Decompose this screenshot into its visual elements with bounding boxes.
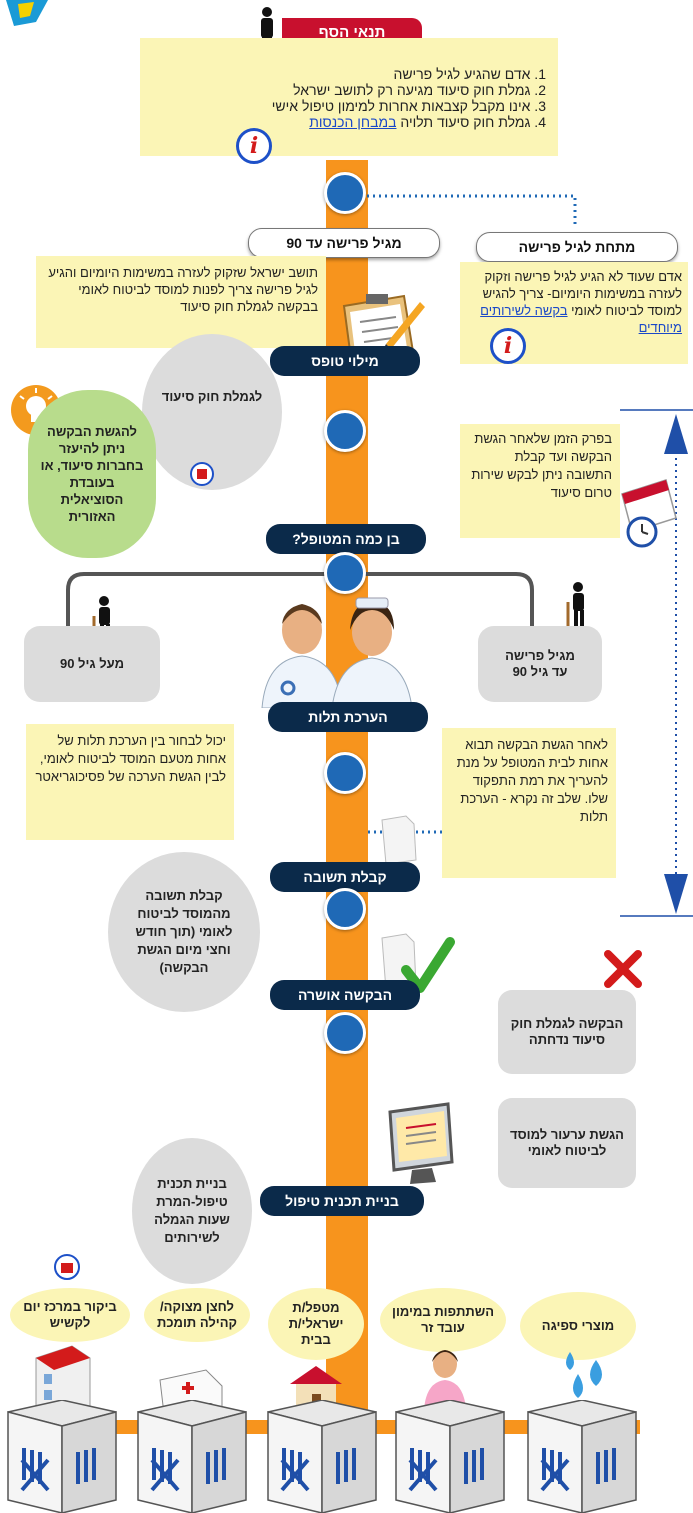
calendar-clock-icon [621, 479, 677, 548]
conditions-box: 1. אדם שהגיע לגיל פרישה 2. גמלת חוק סיעו… [140, 38, 558, 156]
info-icon[interactable]: i [236, 128, 272, 164]
retirement-to-90-box: תושב ישראל שזקוק לעזרה במשימות היומיום ו… [36, 256, 326, 348]
service-israeli-caregiver: מטפל/ת ישראלי/ת בבית [268, 1288, 364, 1360]
step-dependency-assessment: הערכת תלות [268, 702, 428, 732]
gift-icon [54, 1254, 80, 1280]
computer-icon [388, 1102, 454, 1184]
form-speech-bubble: לגמלת חוק סיעוד [142, 334, 282, 490]
flow-node [324, 172, 366, 214]
rejected-box: הבקשה לגמלת חוק סיעוד נדחתה [498, 990, 636, 1074]
info-icon[interactable]: i [490, 328, 526, 364]
tip-bubble: להגשת הבקשה ניתן להיעזר בחברות סיעוד, או… [28, 390, 156, 558]
branch-title-retirement-to-90: מגיל פרישה עד 90 [248, 228, 440, 258]
service-absorbent-products: מוצרי ספיגה [520, 1292, 636, 1360]
step-receive-answer: קבלת תשובה [270, 862, 420, 892]
appeal-box: הגשת ערעור למוסד לביטוח לאומי [498, 1098, 636, 1188]
condition-item: 1. אדם שהגיע לגיל פרישה [393, 66, 546, 82]
service-alarm-button: לחצן מצוקה/ קהילה תומכת [144, 1288, 250, 1342]
under-90-label: מגיל פרישה עד גיל 90 [478, 626, 602, 702]
form-icon [190, 462, 214, 486]
over-90-label: מעל גיל 90 [24, 626, 160, 702]
condition-item: 2. גמלת חוק סיעוד מגיעה רק לתושב ישראל [293, 82, 546, 98]
under-90-explanation: לאחר הגשת הבקשה תבוא אחות לבית המטופל על… [442, 728, 616, 878]
over-90-explanation: יכול לבחור בין הערכת תלות של אחות מטעם ה… [26, 724, 234, 840]
step-request-approved: הבקשה אושרה [270, 980, 420, 1010]
step-build-care-plan: בניית תכנית טיפול [260, 1186, 424, 1216]
branch-title-under-retirement: מתחת לגיל פרישה [476, 232, 678, 262]
under-retirement-box: אדם שעוד לא הגיע לגיל פרישה וזקוק לעזרה … [460, 262, 688, 364]
arrow-down-icon [664, 874, 688, 914]
doctor-nurse-icon [261, 597, 413, 708]
step-fill-form: מילוי טופס [270, 346, 420, 376]
condition-item: 3. אינו מקבל קצבאות אחרות למימון טיפול א… [271, 98, 546, 114]
answer-speech-bubble: קבלת תשובה מהמוסד לביטוח לאומי (תוך חודש… [108, 852, 260, 1012]
service-cubes [6, 1400, 638, 1513]
document-icon [381, 815, 417, 865]
waiting-period-box: בפרק הזמן שלאחר הגשת הבקשה ועד קבלת התשו… [460, 424, 620, 538]
plan-speech-bubble: בניית תכנית טיפול-המרת שעות הגמלה לשירות… [132, 1138, 252, 1284]
flow-node [324, 1012, 366, 1054]
building-icon [35, 1345, 91, 1407]
service-foreign-worker: השתתפות במימון עובד זר [380, 1288, 506, 1352]
rejected-x-icon [604, 950, 642, 988]
flow-node [324, 410, 366, 452]
special-services-link[interactable]: בקשה לשירותים מיוחדים [480, 303, 682, 335]
water-drops-icon [566, 1352, 602, 1398]
elderly-person-icon [566, 582, 584, 629]
condition-item: 4. גמלת חוק סיעוד תלויה במבחן הכנסות [309, 114, 546, 130]
flow-node [324, 752, 366, 794]
arrow-up-icon [664, 414, 688, 454]
flow-node [324, 552, 366, 594]
step-age-question: בן כמה המטופל? [266, 524, 426, 554]
approved-document-icon [381, 933, 455, 993]
flow-node [324, 888, 366, 930]
logo-icon [6, 0, 48, 26]
service-day-center: ביקור במרכז יום לקשיש [10, 1288, 130, 1342]
income-test-link[interactable]: במבחן הכנסות [309, 114, 397, 130]
